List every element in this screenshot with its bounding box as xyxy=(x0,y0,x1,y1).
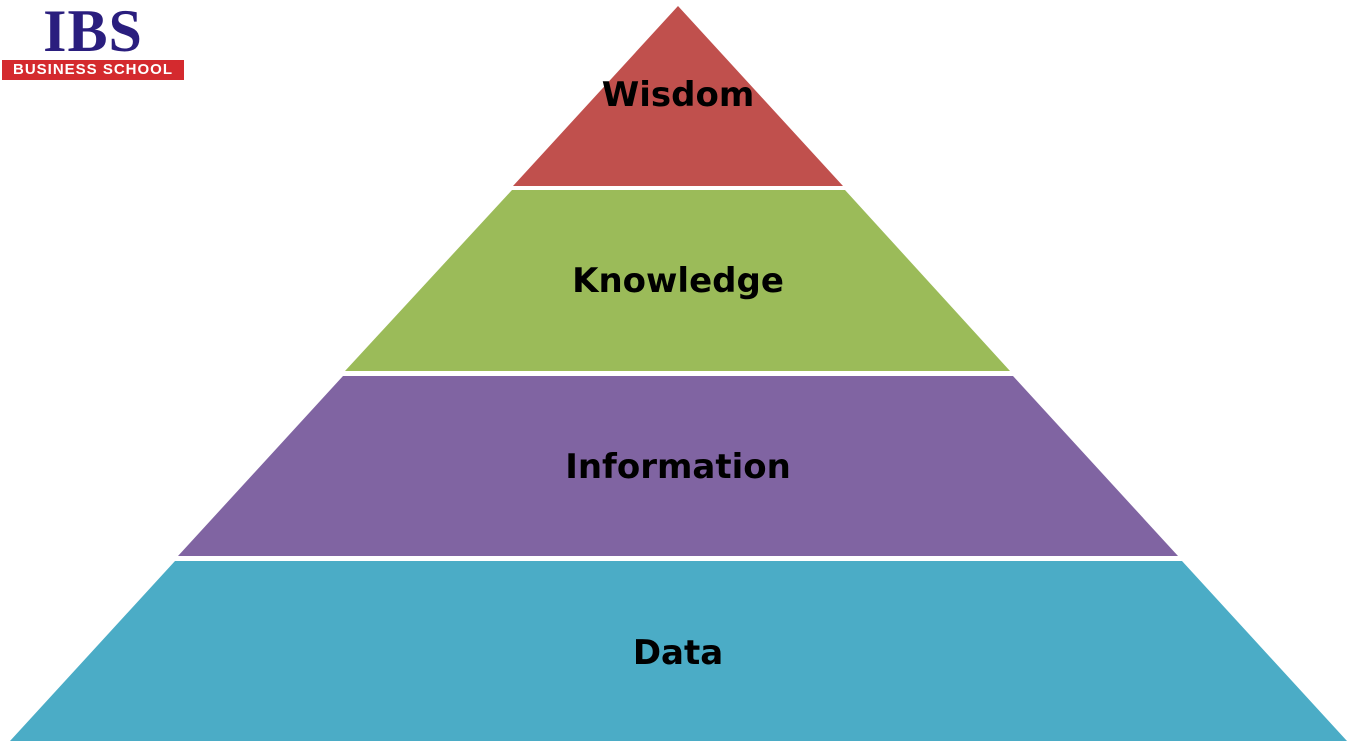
tier-information: Information xyxy=(178,376,1178,556)
logo-mark: IBS xyxy=(43,0,143,64)
tier-wisdom-label: Wisdom xyxy=(602,75,755,115)
tier-information-shape xyxy=(178,376,1178,556)
tier-knowledge-label: Knowledge xyxy=(572,261,784,301)
tier-data-shape xyxy=(10,561,1347,741)
tier-information-label: Information xyxy=(565,447,791,487)
tier-knowledge: Knowledge xyxy=(345,190,1010,371)
tier-data-label: Data xyxy=(633,633,723,673)
ibs-logo: IBS BUSINESS SCHOOL xyxy=(2,0,184,80)
tier-wisdom: Wisdom xyxy=(513,6,843,186)
logo-tagline: BUSINESS SCHOOL xyxy=(2,60,184,80)
tier-wisdom-shape xyxy=(513,6,843,186)
tier-data: Data xyxy=(10,561,1347,741)
tier-knowledge-shape xyxy=(345,190,1010,371)
